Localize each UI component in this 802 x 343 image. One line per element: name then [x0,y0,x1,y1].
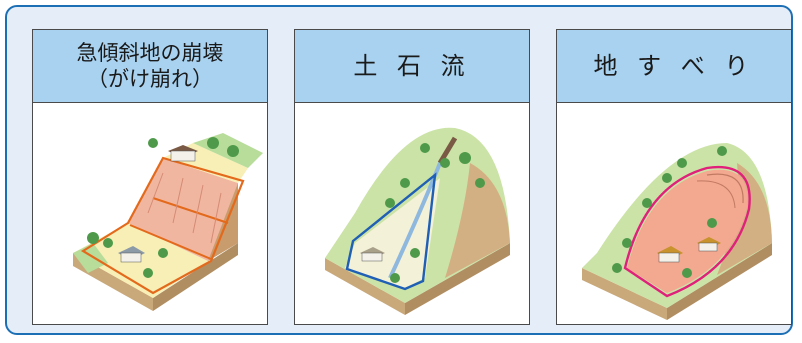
steep-slope-illustration [73,133,263,311]
panel-subtitle: （がけ崩れ） [87,67,213,91]
panel-steep-slope-failure: 急傾斜地の崩壊 （がけ崩れ） [32,29,268,325]
debris-flow-illustration [325,127,510,315]
panel-title: 急傾斜地の崩壊 [76,41,224,65]
panel-title: 地 す べ り [593,52,755,80]
hazard-types-frame: 急傾斜地の崩壊 （がけ崩れ） [5,5,793,335]
landslide-illustration [582,143,772,320]
panel-header: 土 石 流 [295,30,529,103]
panel-header: 地 す べ り [557,30,791,103]
panel-header: 急傾斜地の崩壊 （がけ崩れ） [33,30,267,103]
panel-debris-flow: 土 石 流 [294,29,530,325]
panel-landslide: 地 す べ り [556,29,792,325]
panel-title: 土 石 流 [353,52,471,80]
